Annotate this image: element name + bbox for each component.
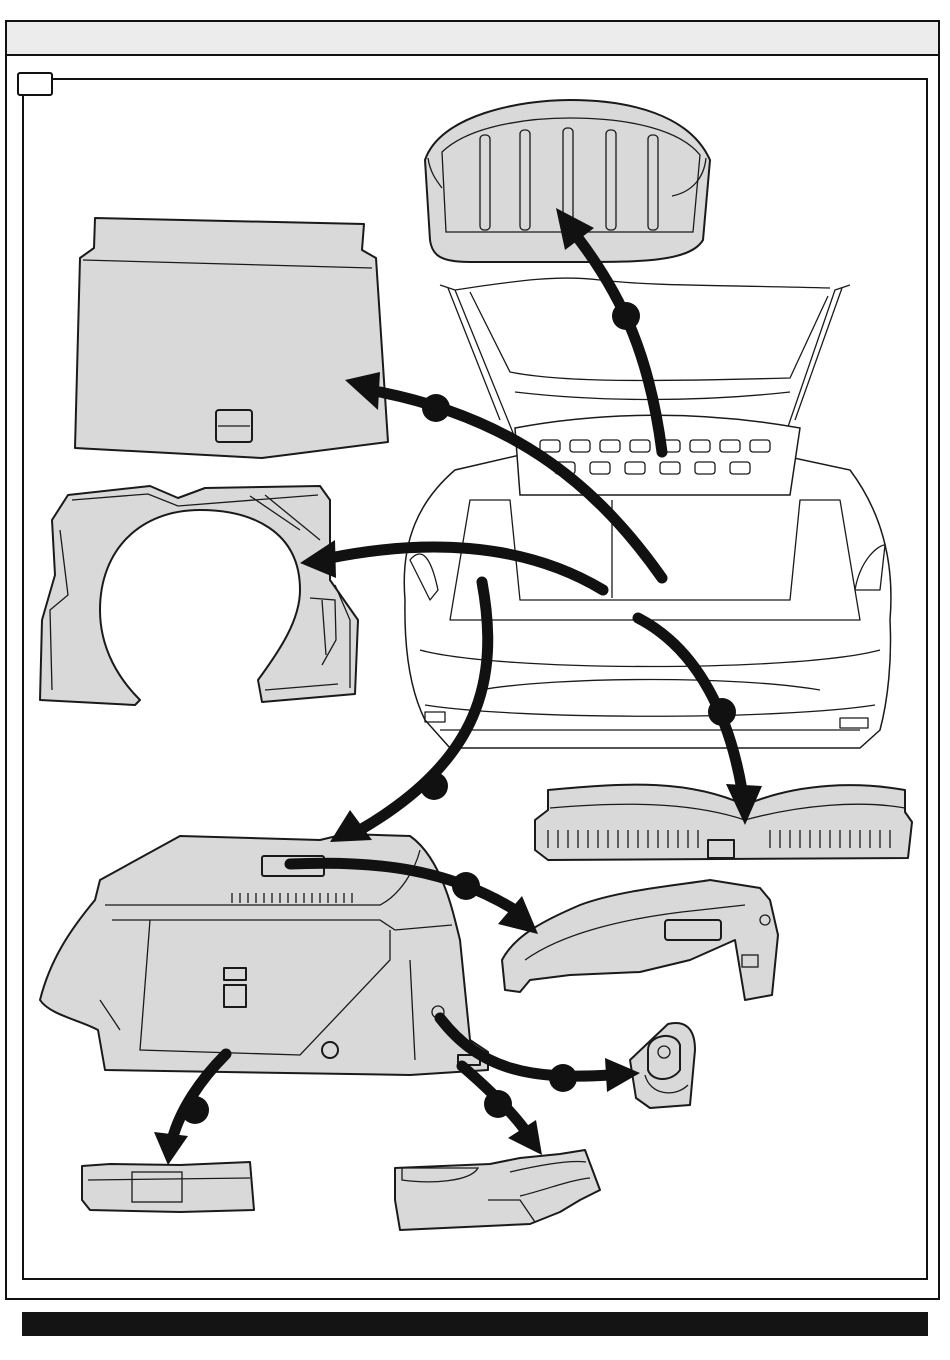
side-trim-lower-front-piece	[82, 1162, 254, 1212]
car-rear-view	[404, 278, 891, 748]
tie-down-hook	[630, 1023, 695, 1108]
rear-sill-trim	[535, 785, 912, 860]
luggage-floor-cover	[75, 218, 388, 458]
side-trim-lower-rear-piece	[395, 1150, 600, 1230]
footer-bar	[22, 1312, 928, 1336]
side-trim-upper-section	[502, 880, 778, 1000]
spare-wheel-well-trim	[40, 486, 358, 705]
